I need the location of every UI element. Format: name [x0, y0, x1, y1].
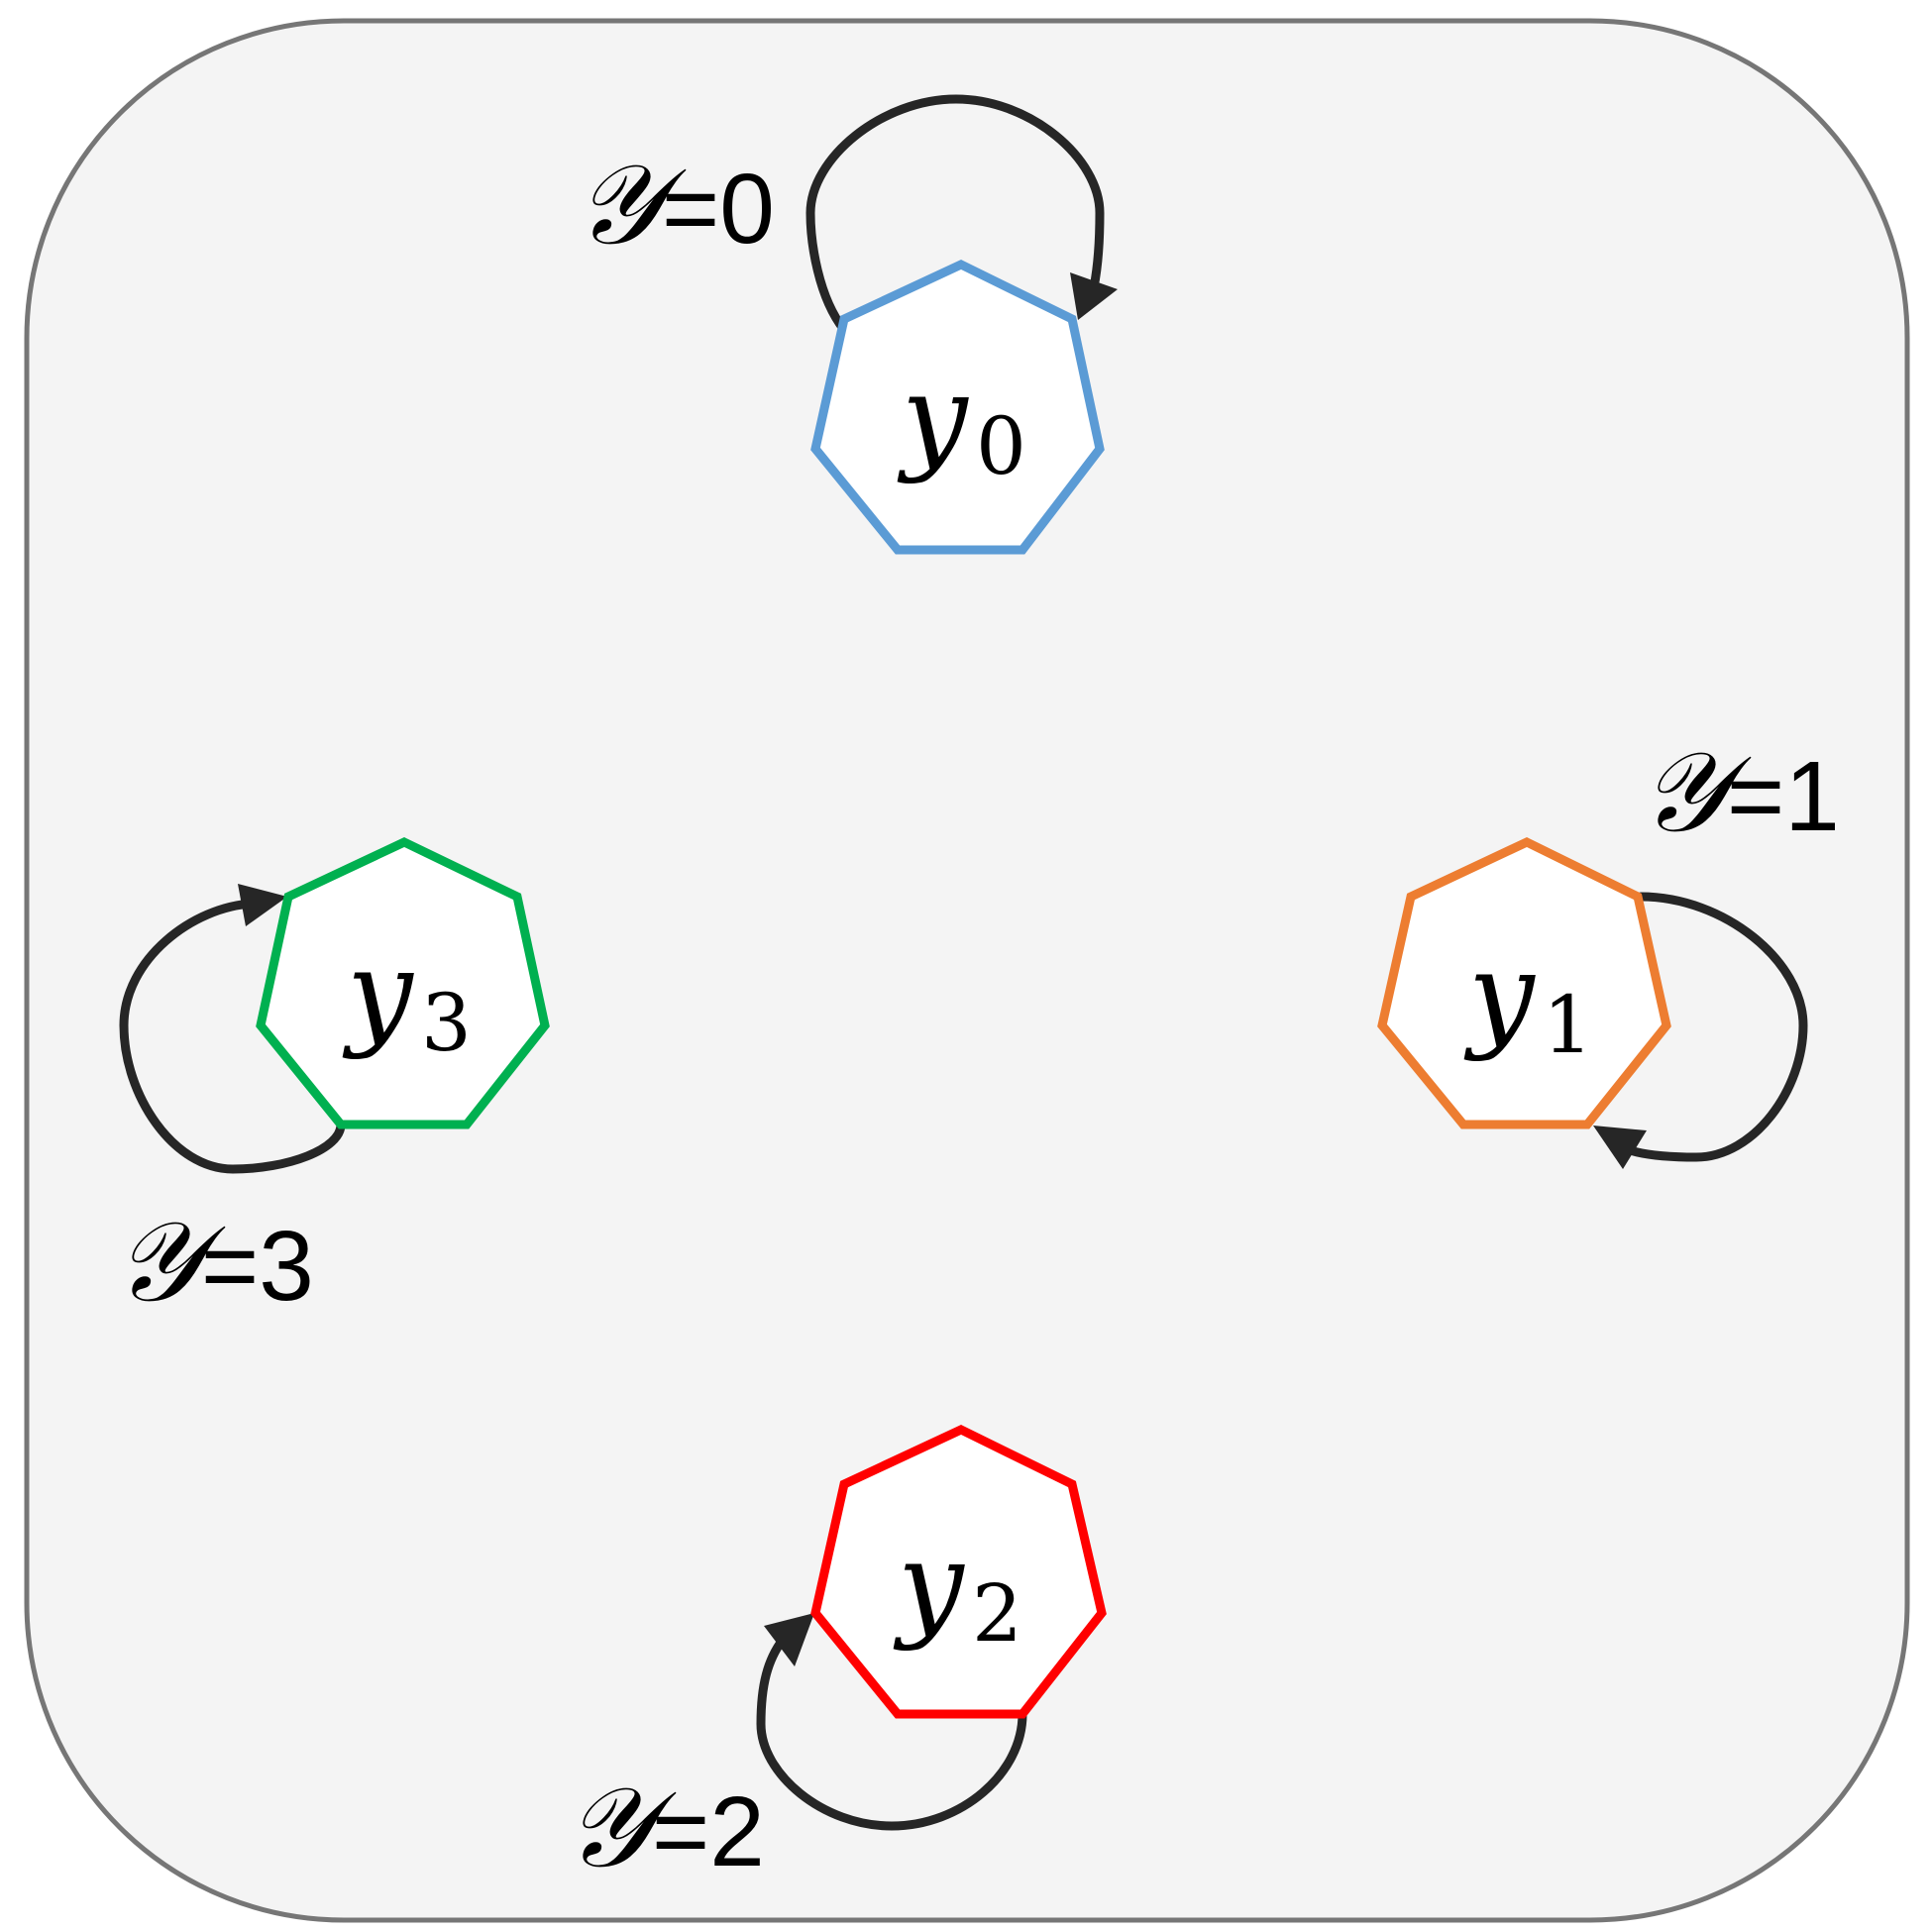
self-loop-y0	[805, 94, 1105, 335]
loop-label-y0-value: =0	[662, 154, 775, 265]
node-y0-group: y 0 𝒴=0	[575, 94, 1118, 555]
node-y3-group: y 3 𝒴=3	[114, 837, 550, 1327]
arrowhead-y1	[1593, 1126, 1647, 1169]
self-loop-y3	[119, 899, 346, 1174]
self-loop-y2	[756, 1635, 1027, 1831]
node-y1-letter: y	[1463, 926, 1536, 1063]
loop-label-y3-value: =3	[201, 1211, 314, 1322]
node-y2-group: y 2 𝒴=2	[565, 1425, 1107, 1892]
diagram-panel	[24, 18, 1910, 1923]
loop-label-y2: 𝒴=2	[565, 1764, 765, 1892]
arrowhead-y0	[1070, 272, 1118, 320]
node-y0-subscript: 0	[976, 400, 1026, 492]
loop-label-y1: 𝒴=1	[1640, 728, 1840, 857]
loop-label-y3: 𝒴=3	[114, 1198, 314, 1327]
arrowhead-y2	[764, 1613, 814, 1666]
node-y3-subscript: 3	[421, 977, 472, 1069]
node-y2	[810, 1425, 1107, 1719]
node-y1	[1377, 837, 1671, 1129]
node-y2-subscript: 2	[972, 1567, 1022, 1660]
loop-label-y2-value: =2	[652, 1776, 765, 1887]
node-y0-label: y 0	[897, 349, 1026, 492]
node-y2-letter: y	[893, 1516, 965, 1653]
self-loop-y1	[1625, 892, 1808, 1162]
loop-label-y0: 𝒴=0	[575, 141, 775, 269]
node-y3	[256, 837, 550, 1129]
node-y1-group: y 1 𝒴=1	[1377, 728, 1840, 1169]
arrowhead-y3	[238, 884, 287, 926]
node-y1-subscript: 1	[1543, 979, 1593, 1071]
node-y1-label: y 1	[1463, 926, 1593, 1071]
node-y3-label: y 3	[342, 924, 472, 1069]
node-y0	[810, 260, 1105, 555]
node-y0-letter: y	[897, 349, 969, 485]
node-y2-label: y 2	[893, 1516, 1022, 1660]
loop-label-y1-value: =1	[1727, 741, 1840, 852]
node-y3-letter: y	[342, 924, 414, 1061]
